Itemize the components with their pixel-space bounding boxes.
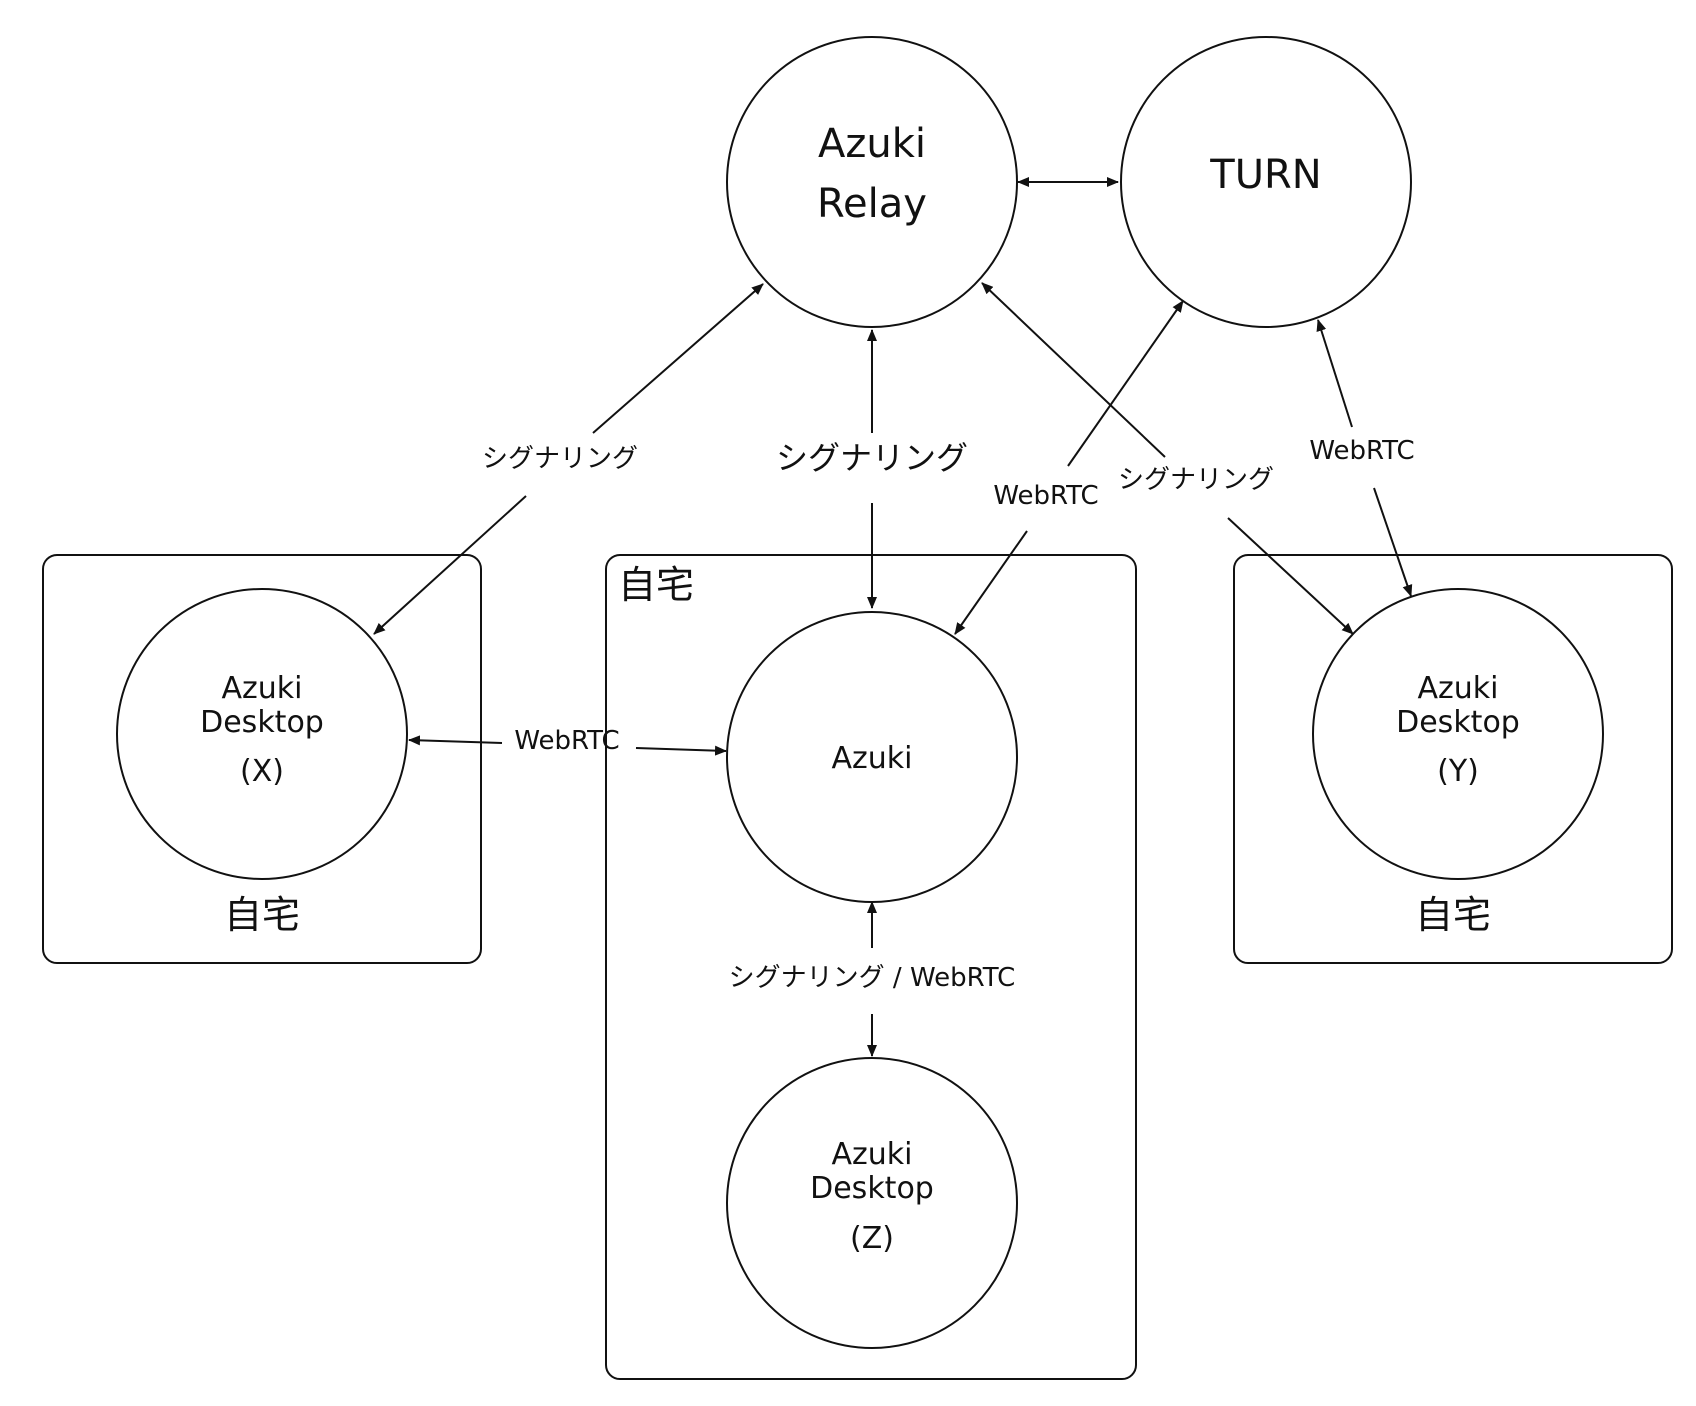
node-turn: TURN xyxy=(1120,36,1412,328)
desktop-y-line2: Desktop xyxy=(1396,705,1520,740)
node-desktop-y: Azuki Desktop (Y) xyxy=(1312,588,1604,880)
label-y-turn: WebRTC xyxy=(1309,436,1414,466)
label-azuki-relay: シグナリング xyxy=(776,439,968,477)
label-x-relay: シグナリング xyxy=(482,444,638,474)
edge-y-relay: シグナリング xyxy=(981,282,1354,635)
relay-line1: Azuki xyxy=(818,121,926,167)
desktop-z-line3: (Z) xyxy=(850,1221,894,1256)
desktop-y-line3: (Y) xyxy=(1437,754,1479,789)
node-desktop-x: Azuki Desktop (X) xyxy=(116,588,408,880)
label-azuki-turn: WebRTC xyxy=(993,481,1098,511)
turn-label: TURN xyxy=(1209,152,1321,198)
relay-line2: Relay xyxy=(817,181,927,227)
desktop-x-line3: (X) xyxy=(240,754,284,789)
desktop-x-line2: Desktop xyxy=(200,705,324,740)
edge-azuki-relay: シグナリング xyxy=(776,329,968,609)
desktop-z-line2: Desktop xyxy=(810,1171,934,1206)
label-x-azuki: WebRTC xyxy=(514,726,619,756)
home-box-y: 自宅 xyxy=(1233,554,1673,964)
label-y-relay: シグナリング xyxy=(1118,465,1274,495)
desktop-x-line1: Azuki xyxy=(222,671,303,706)
edge-azuki-turn: WebRTC xyxy=(954,300,1184,635)
home-label-main: 自宅 xyxy=(618,563,694,607)
label-azuki-z: シグナリング / WebRTC xyxy=(729,963,1016,993)
azuki-label: Azuki xyxy=(832,741,913,776)
node-desktop-z: Azuki Desktop (Z) xyxy=(726,1057,1018,1349)
desktop-z-line1: Azuki xyxy=(832,1137,913,1172)
edge-y-turn: WebRTC xyxy=(1309,319,1415,597)
edge-x-azuki: WebRTC xyxy=(408,726,727,756)
home-label-y: 自宅 xyxy=(1415,893,1491,937)
home-label-x: 自宅 xyxy=(224,893,300,937)
edge-x-relay: シグナリング xyxy=(373,283,764,635)
edge-azuki-z: シグナリング / WebRTC xyxy=(729,901,1016,1057)
desktop-y-line1: Azuki xyxy=(1418,671,1499,706)
node-azuki: Azuki xyxy=(726,611,1018,903)
home-box-x: 自宅 xyxy=(42,554,482,964)
node-azuki-relay: Azuki Relay xyxy=(726,36,1018,328)
